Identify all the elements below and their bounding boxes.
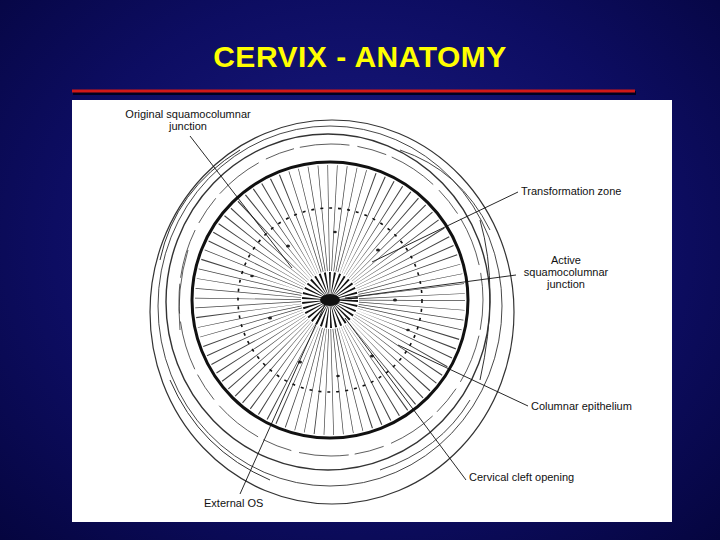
leader-line xyxy=(345,275,516,298)
part-label: Cervical cleft opening xyxy=(469,471,609,483)
outer-fold xyxy=(158,126,502,486)
active-junction-ring xyxy=(238,208,422,392)
gland-opening xyxy=(406,329,410,332)
drawing-panel xyxy=(72,100,672,522)
gland-opening xyxy=(333,231,337,234)
gland-opening xyxy=(286,245,290,248)
fold-stroke xyxy=(480,220,490,380)
gland-opening xyxy=(336,375,340,378)
title-rule xyxy=(72,90,635,93)
leader-line xyxy=(345,318,466,480)
gland-opening xyxy=(393,299,397,302)
part-label: Columnar epithelium xyxy=(531,400,661,412)
cervix-folds xyxy=(150,120,514,504)
part-label: Active squamocolumnar junction xyxy=(514,254,618,290)
gland-opening xyxy=(250,275,254,278)
leader-line xyxy=(372,192,518,262)
fold-stroke xyxy=(380,400,470,470)
external-os-center xyxy=(316,286,344,314)
leader-line xyxy=(190,136,292,268)
leader-line xyxy=(398,345,528,406)
part-label: External OS xyxy=(204,497,314,509)
leader-lines xyxy=(190,136,528,494)
part-label: Transformation zone xyxy=(521,185,661,197)
leader-line xyxy=(240,302,326,494)
external-os xyxy=(320,294,340,306)
fold-stroke xyxy=(179,250,188,330)
original-junction-ring xyxy=(192,162,468,438)
title-rule-shadow xyxy=(73,91,636,95)
outer-fold xyxy=(179,144,483,456)
part-label: Original squamocolumnar junction xyxy=(106,108,270,132)
fold-stroke xyxy=(170,380,270,480)
gland-openings xyxy=(250,231,410,378)
gland-opening xyxy=(376,249,380,252)
slide-title: CERVIX - ANATOMY xyxy=(0,40,720,74)
outer-fold xyxy=(166,134,490,470)
outer-fold xyxy=(150,120,514,504)
gland-opening xyxy=(268,317,272,320)
